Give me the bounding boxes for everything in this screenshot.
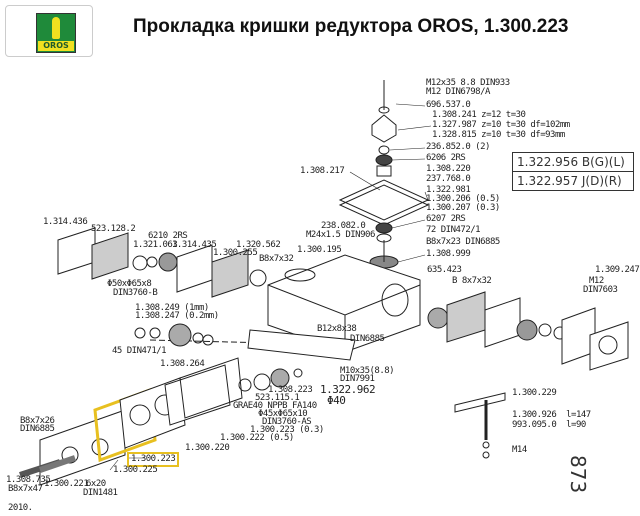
part-number-box: 1.322.956 B(G)(L) 1.322.957 J(D)(R) — [512, 152, 634, 191]
shaft-1.322.962 — [247, 329, 356, 361]
part-variant-left: 1.322.956 B(G)(L) — [517, 155, 625, 169]
part-label: B8x7x23 DIN6885 — [426, 237, 500, 247]
part-label: 1.308.264 — [160, 359, 205, 369]
part-label: 6x20 — [86, 479, 106, 489]
part-label: 1.308.735 — [6, 475, 51, 485]
part-label: 1.308.249 (1mm) — [135, 303, 209, 313]
part-label: 1.328.815 z=10 t=30 df=93mm — [432, 130, 565, 140]
part-label: DIN7991 — [340, 374, 375, 384]
part-label: 1.300.195 — [297, 245, 342, 255]
part-label: 1.308.999 — [426, 249, 471, 259]
cover-1.314.435 — [176, 244, 213, 293]
part-label: 1.327.987 z=10 t=30 df=102mm — [432, 120, 570, 130]
bearing-6207 — [375, 222, 393, 234]
part-label: B 8x7x32 — [452, 276, 492, 286]
page-title: Прокладка кришки редуктора OROS, 1.300.2… — [133, 16, 569, 37]
part-label: 993.095.0 l=90 — [512, 420, 586, 430]
part-label: 1.321.063 — [133, 240, 178, 250]
gear-1.308.264 — [168, 323, 192, 347]
part-label: DIN6885 — [20, 424, 55, 434]
part-label: M24x1.5 DIN906 — [306, 230, 375, 240]
part-label: M12 DIN6798/A — [426, 87, 490, 97]
part-label: DIN3760-B — [113, 288, 158, 298]
part-label: 1.300.206 (0.5) — [426, 194, 500, 204]
part-label: 1.308.223 — [268, 385, 313, 395]
part-label: 1.320.562 — [236, 240, 281, 250]
part-label: M14 — [512, 445, 527, 455]
part-label: DIN7603 — [583, 285, 618, 295]
part-label: 45 DIN471/1 — [112, 346, 167, 356]
part-label: B8x7x26 — [20, 416, 55, 426]
bearing-6206 — [375, 154, 393, 166]
part-label: 696.537.0 — [426, 100, 471, 110]
part-label: 635.423 — [427, 265, 462, 275]
part-label: M12 — [589, 276, 604, 286]
part-label: 1.314.435 — [172, 240, 217, 250]
part-label: 1.308.220 — [426, 164, 471, 174]
gasket-1.300.255 — [211, 249, 249, 298]
part-label: B8x7x47 — [8, 484, 43, 494]
part-label: 238.082.0 — [321, 221, 366, 231]
part-label: 1.300.221 — [44, 479, 89, 489]
part-variant-right: 1.322.957 J(D)(R) — [513, 171, 633, 190]
part-label: 1.322.962 — [320, 383, 376, 396]
gasket — [338, 184, 430, 226]
part-label: DIN1481 — [83, 488, 118, 498]
part-label: 1.300.926 l=147 — [512, 410, 591, 420]
part-label: 1.322.981 — [426, 185, 471, 195]
gearbox-housing — [267, 254, 421, 353]
part-label: 1.309.247 — [595, 265, 640, 275]
part-label: DIN3760-AS — [262, 417, 312, 427]
gasket-523.128.2 — [91, 232, 129, 280]
part-label: 6207 2RS — [426, 214, 466, 224]
part-label: 1.300.222 (0.5) — [220, 433, 294, 443]
sprocket — [371, 114, 397, 143]
logo-mark: OROS — [36, 13, 76, 53]
part-label: Φ45xΦ65x10 — [258, 409, 308, 419]
part-label: 1.300.223 (0.3) — [250, 425, 324, 435]
bearing-6210 — [158, 252, 178, 272]
gear-1.320.562 — [249, 269, 267, 287]
part-label: 1.300.220 — [185, 443, 230, 453]
highlighted-part-label: 1.300.223 — [127, 452, 180, 467]
part-label: 1.300.229 — [512, 388, 557, 398]
logo-text: OROS — [38, 41, 74, 51]
part-label: 523.115.1 — [255, 393, 300, 403]
cover-1.314.436 — [57, 227, 96, 275]
oros-logo: OROS — [5, 5, 93, 57]
part-label: 72 DIN472/1 — [426, 225, 481, 235]
part-label: B12x8x38 — [317, 324, 357, 334]
part-label: 6210 2RS — [148, 231, 188, 241]
part-label: 1.308.241 z=12 t=30 — [432, 110, 526, 120]
part-label: GRAE40 NPPB FA140 — [233, 401, 317, 411]
part-label: 236.852.0 (2) — [426, 142, 490, 152]
part-label: M12x35 8.8 DIN933 — [426, 78, 510, 88]
part-label: 1.300.255 — [213, 248, 258, 258]
washer — [378, 106, 390, 114]
page-number: 873 — [566, 455, 590, 494]
bar-1.300.229 — [454, 392, 506, 413]
part-label: B8x7x32 — [259, 254, 294, 264]
part-label: DIN6885 — [350, 334, 385, 344]
bushing — [376, 165, 392, 177]
part-label: 1.314.436 — [43, 217, 88, 227]
part-label: 1.308.217 — [300, 166, 345, 176]
part-label: 6206 2RS — [426, 153, 466, 163]
part-label: 237.768.0 — [426, 174, 471, 184]
gear-right — [427, 307, 449, 329]
part-label: 1.308.247 (0.2mm) — [135, 311, 219, 321]
spacer — [378, 145, 390, 155]
cover-plate — [338, 179, 430, 221]
part-label: 523.128.2 — [91, 224, 136, 234]
seal — [132, 255, 148, 271]
part-label: 1.300.225 — [113, 465, 158, 475]
part-label: Φ50xΦ65x8 — [107, 279, 152, 289]
year-label: 2010. — [8, 503, 33, 513]
part-label: Φ40 — [327, 394, 346, 407]
part-label: M10x35(8.8) — [340, 366, 395, 376]
part-label: 1.300.207 (0.3) — [426, 203, 500, 213]
